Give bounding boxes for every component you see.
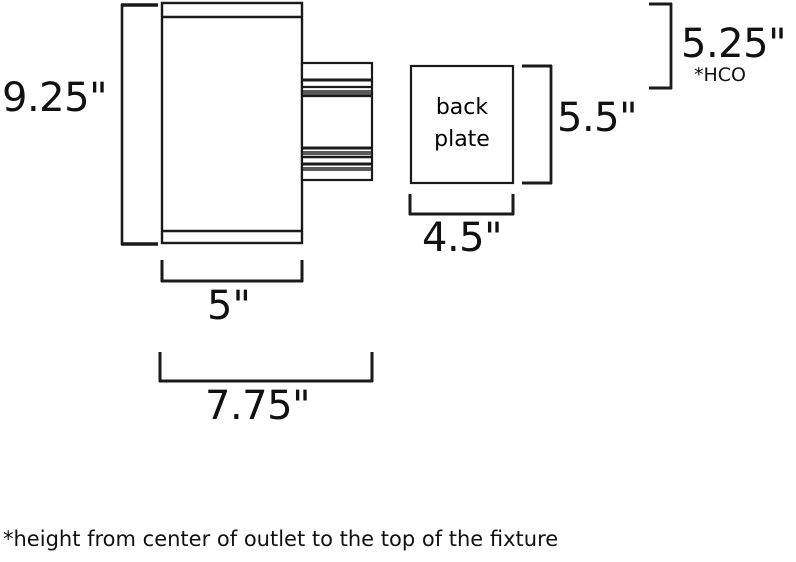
footnote-text: *height from center of outlet to the top… [3,527,559,551]
dim-label-backplate-height-5-5: 5.5" [557,95,638,141]
dim-bracket-height-9-25 [120,3,158,246]
fixture-body-front [160,1,304,245]
dim-bracket-mount-height-5-25 [649,2,673,90]
hco-note-label: *HCO [694,64,747,86]
backplate-label-line2: plate [434,126,490,152]
dim-label-mount-height-5-25: 5.25" [681,21,786,67]
fixture-side-projection [300,61,374,182]
dim-bracket-backplate-height-5-5 [522,64,553,185]
dim-bracket-width-5 [160,260,304,283]
dim-label-backplate-width-4-5: 4.5" [422,215,503,261]
dim-bracket-backplate-width-4-5 [408,194,515,216]
backplate-rect [409,64,515,185]
dim-bracket-width-7-75 [158,352,374,383]
dim-label-height-9-25: 9.25" [2,75,107,121]
upper-louver-bands [303,78,371,98]
backplate-label: back plate [411,92,513,156]
lower-louver-bands [303,146,371,171]
dim-label-width-5: 5" [207,283,251,329]
dim-label-width-7-75: 7.75" [205,383,310,429]
backplate-label-line1: back [435,95,489,120]
